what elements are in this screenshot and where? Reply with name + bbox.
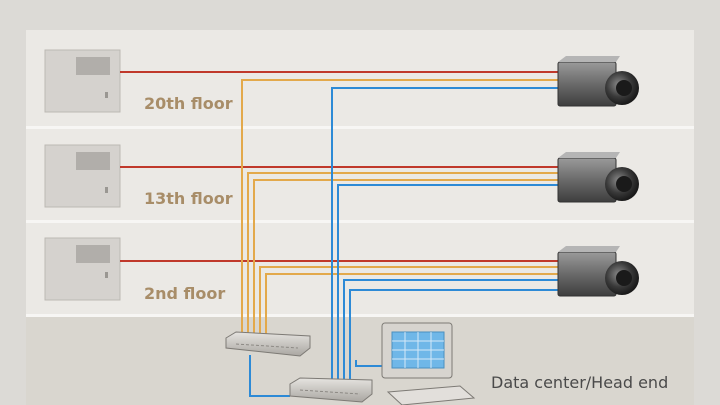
band-divider — [26, 220, 694, 223]
control-lines — [241, 79, 560, 335]
camera-icon — [557, 246, 639, 297]
camera-icon — [557, 56, 639, 107]
monitor-icon — [381, 322, 453, 379]
band-divider — [26, 314, 694, 317]
keyboard-icon — [386, 385, 476, 405]
camera-icon — [557, 152, 639, 203]
access-panel-icon — [44, 49, 121, 113]
band-divider — [26, 126, 694, 129]
floor-label-2: 2nd floor — [144, 284, 225, 303]
floor-label-13: 13th floor — [144, 189, 233, 208]
network-lines — [249, 87, 560, 397]
network-switch-icon — [225, 331, 311, 357]
recorder-icon — [289, 377, 373, 403]
access-panel-icon — [44, 237, 121, 301]
access-panel-icon — [44, 144, 121, 208]
data-center-label: Data center/Head end — [491, 373, 668, 392]
floor-label-20: 20th floor — [144, 94, 233, 113]
